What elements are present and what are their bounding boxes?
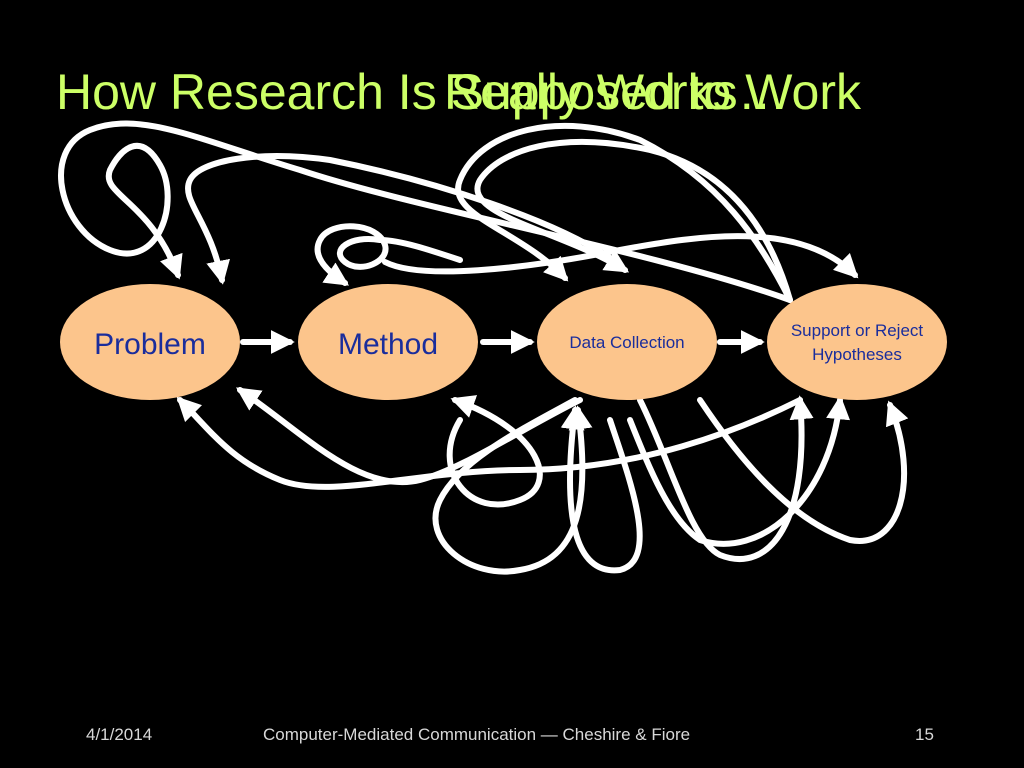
slide-title-overlay: Really Works… <box>444 64 788 120</box>
node-data-collection-label: Data Collection <box>569 333 684 352</box>
loop-arrow-1 <box>58 120 793 303</box>
footer-course: Computer-Mediated Communication — Cheshi… <box>263 725 691 744</box>
lower-loop-1 <box>432 397 593 575</box>
top-arc-data <box>455 122 793 303</box>
footer-page-number: 15 <box>915 725 934 744</box>
tangled-arrows <box>58 120 909 575</box>
lower-loop-2 <box>446 395 543 508</box>
lower-loop-support-1 <box>637 395 814 562</box>
node-support-reject-label-line1: Support or Reject <box>791 321 924 340</box>
top-arc-data-2 <box>474 138 793 303</box>
lower-loop-support-3 <box>697 397 909 544</box>
node-support-reject: Support or Reject Hypotheses <box>767 284 947 400</box>
slide-title: How Research Is Supposed to Work <box>56 64 862 120</box>
node-support-reject-label-line2: Hypotheses <box>812 345 902 364</box>
node-method-label: Method <box>338 328 438 361</box>
lower-loop-support-2 <box>627 395 851 547</box>
curl-arrow <box>314 223 463 286</box>
node-problem: Problem <box>60 284 240 400</box>
node-data-collection: Data Collection <box>537 284 717 400</box>
loop-arrow-2 <box>185 153 623 285</box>
lower-loop-support-4 <box>560 405 643 574</box>
node-method: Method <box>298 284 478 400</box>
node-problem-label: Problem <box>94 328 206 361</box>
footer-date: 4/1/2014 <box>86 725 153 744</box>
